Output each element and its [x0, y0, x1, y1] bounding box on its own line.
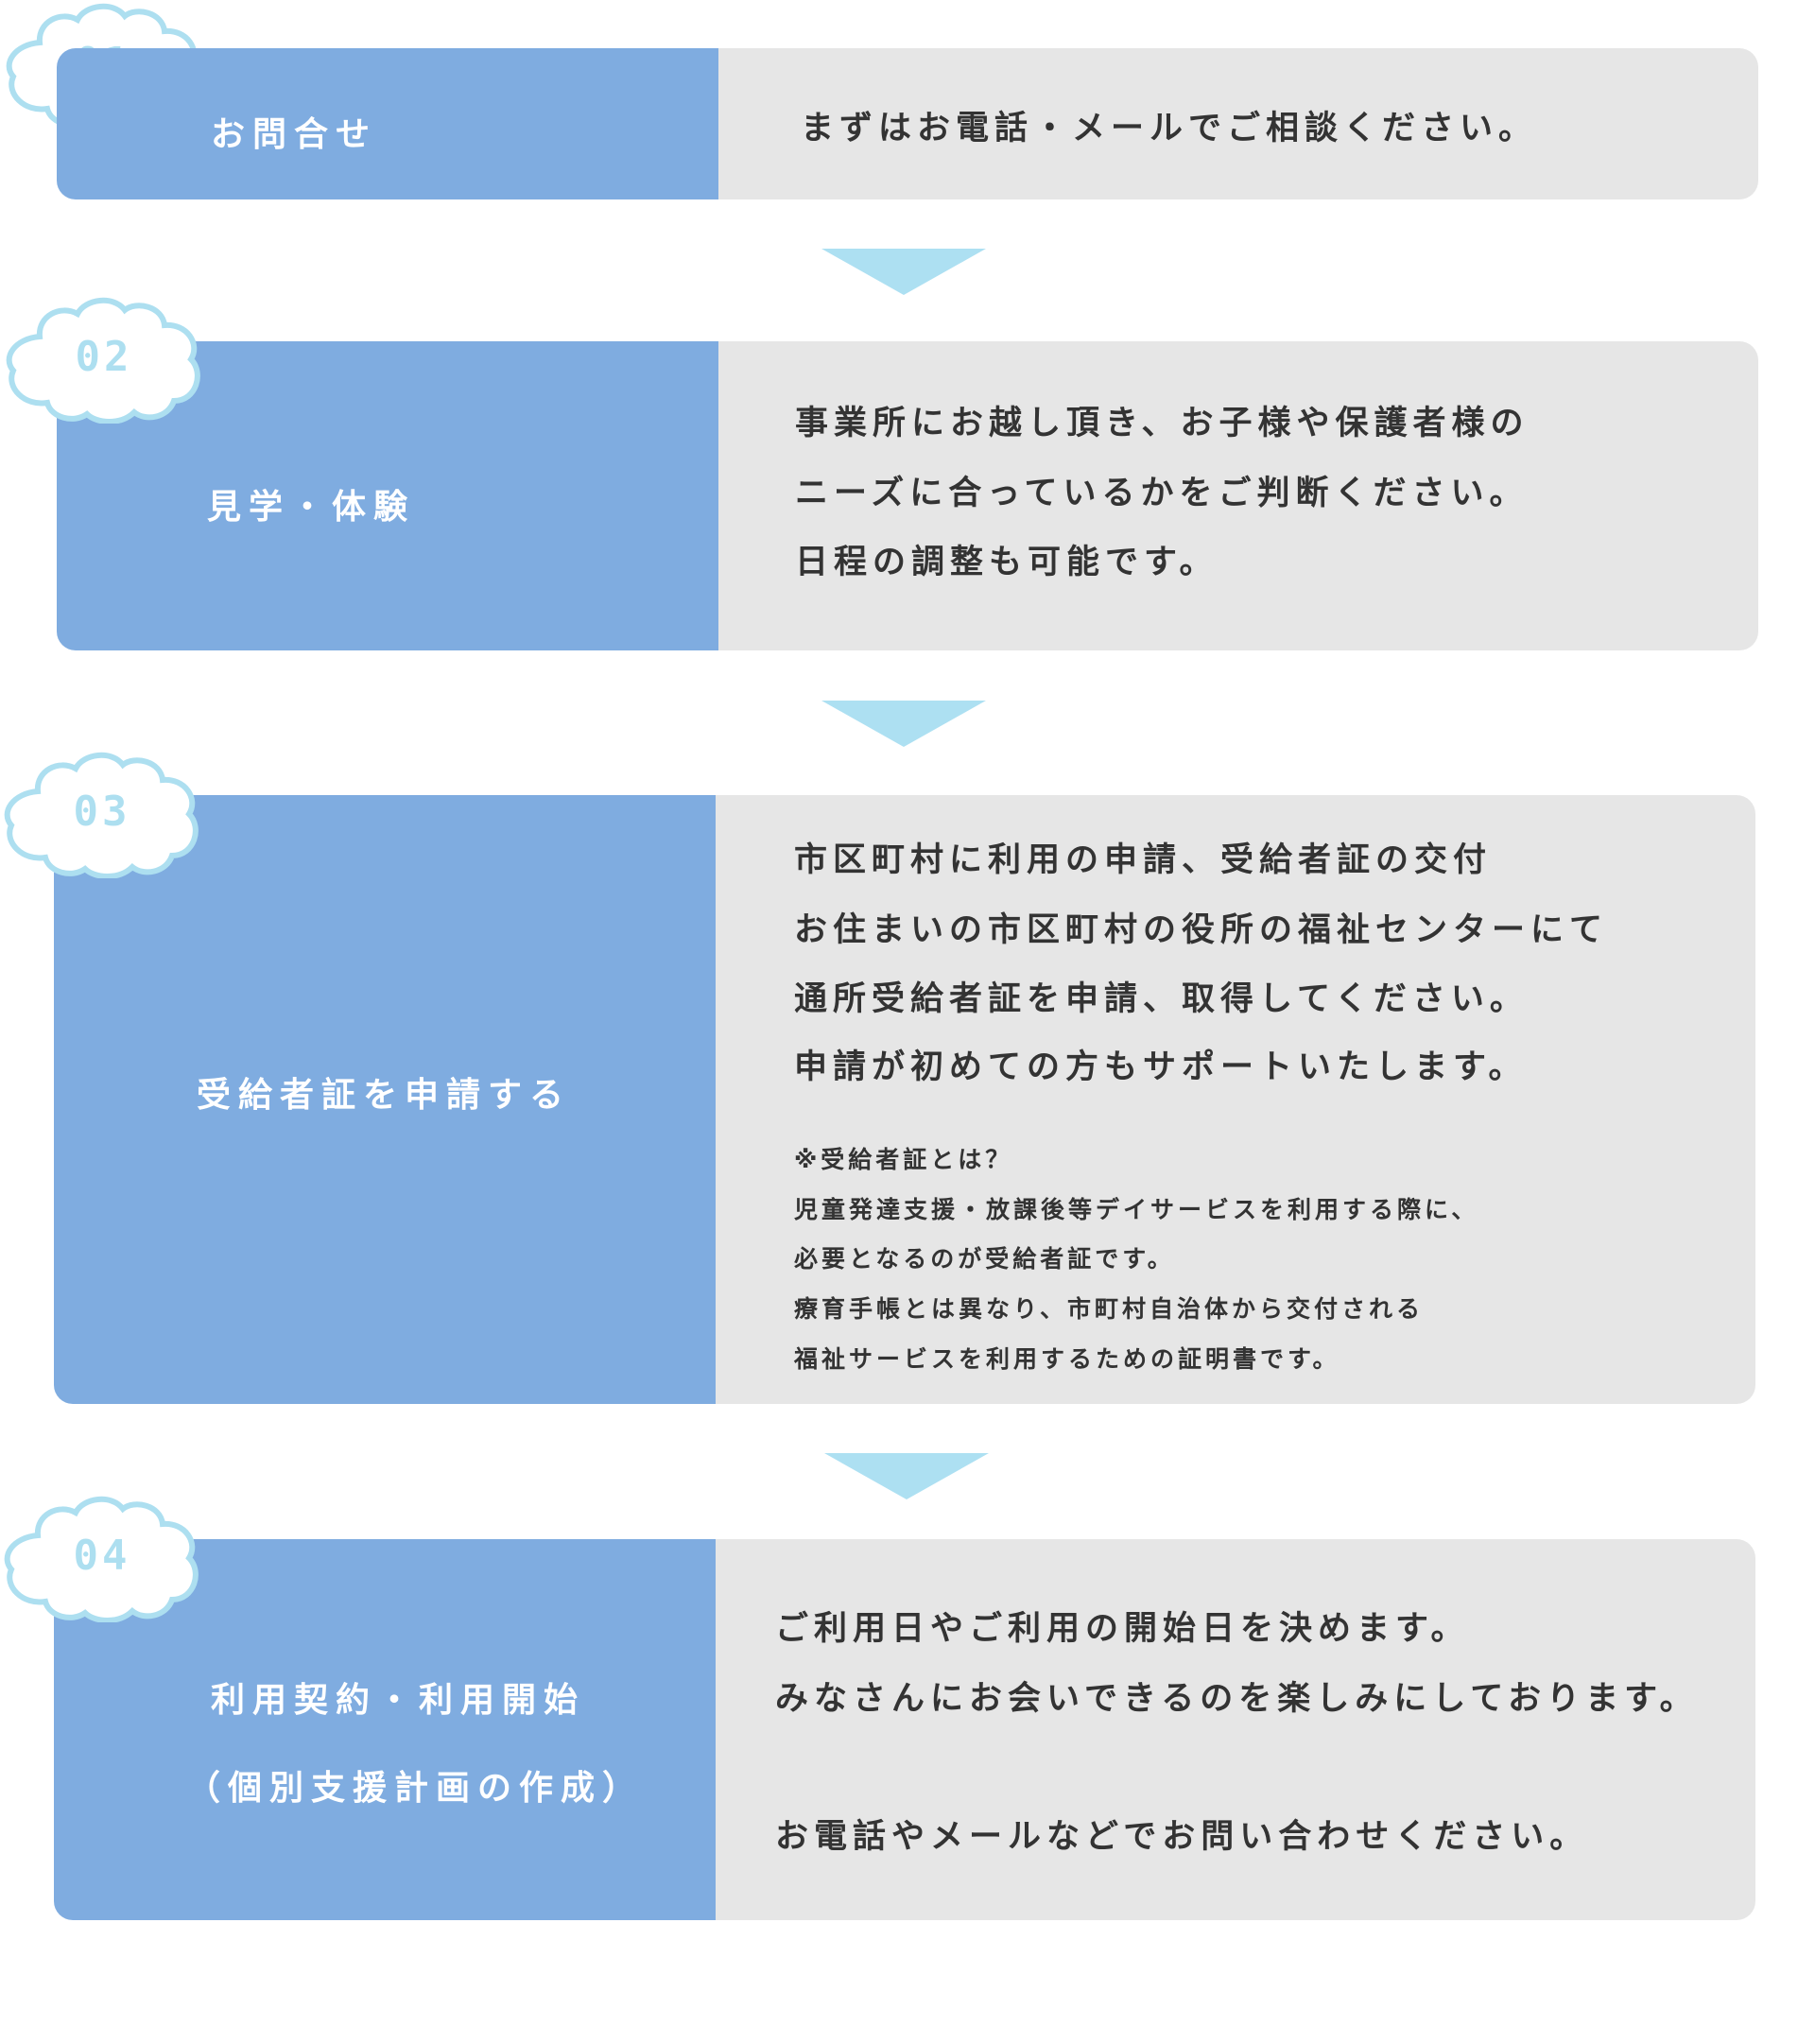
step-note-line: ※受給者証とは？	[794, 1146, 1013, 1173]
step-card-03: 受給者証を申請する 市区町村に利用の申請、受給者証の交付 お住まいの市区町村の役…	[54, 795, 1755, 1404]
step-body-line: 通所受給者証を申請、取得してください。	[794, 980, 1529, 1018]
step-title-panel: お問合せ	[57, 48, 718, 199]
step-body-line: お電話やメールなどでお問い合わせください。	[775, 1818, 1589, 1856]
step-card-01: お問合せ まずはお電話・メールでご相談ください。	[57, 48, 1758, 199]
cloud-badge-icon: 03	[0, 752, 204, 878]
step-title-line-1: 利用契約・利用開始	[211, 1681, 586, 1720]
down-arrow-icon	[824, 1453, 989, 1499]
step-title: お問合せ	[211, 115, 378, 154]
cloud-shape-icon	[6, 297, 200, 424]
cloud-shape-icon	[4, 1496, 199, 1622]
step-body-line: ニーズに合っているかをご判断ください。	[795, 475, 1529, 512]
down-arrow-icon	[821, 701, 986, 747]
step-title-panel: 利用契約・利用開始 （個別支援計画の作成）	[54, 1539, 716, 1920]
step-number: 02	[75, 333, 133, 381]
step-body-line: 申請が初めての方もサポートいたします。	[794, 1048, 1528, 1086]
step-note-line: 療育手帳とは異なり、市町村自治体から交付される	[794, 1295, 1425, 1323]
step-note-line: 福祉サービスを利用するための証明書です。	[794, 1345, 1340, 1373]
down-arrow-icon	[821, 249, 986, 295]
step-card-02: 見学・体験 事業所にお越し頂き、お子様や保護者様の ニーズに合っているかをご判断…	[57, 341, 1758, 650]
step-title-line-2: （個別支援計画の作成）	[186, 1769, 645, 1808]
cloud-badge-icon: 02	[2, 297, 206, 424]
step-content-panel: 事業所にお越し頂き、お子様や保護者様の ニーズに合っているかをご判断ください。 …	[718, 341, 1758, 650]
step-body-line: 市区町村に利用の申請、受給者証の交付	[794, 841, 1493, 879]
step-content-panel: 市区町村に利用の申請、受給者証の交付 お住まいの市区町村の役所の福祉センターにて…	[716, 795, 1755, 1404]
step-content-panel: まずはお電話・メールでご相談ください。	[718, 48, 1758, 199]
cloud-shape-icon	[4, 752, 199, 878]
step-body-line: まずはお電話・メールでご相談ください。	[801, 110, 1538, 147]
step-body-line: ご利用日やご利用の開始日を決めます。	[775, 1610, 1470, 1648]
step-body-line: みなさんにお会いできるのを楽しみにしております。	[775, 1680, 1699, 1718]
step-note-line: 児童発達支援・放課後等デイサービスを利用する際に、	[794, 1196, 1479, 1223]
step-title: 受給者証を申請する	[197, 1076, 572, 1115]
step-number: 04	[73, 1532, 131, 1580]
step-card-04: 利用契約・利用開始 （個別支援計画の作成） ご利用日やご利用の開始日を決めます。…	[54, 1539, 1755, 1920]
step-body-line: 日程の調整も可能です。	[795, 544, 1219, 581]
step-title-panel: 受給者証を申請する	[54, 795, 716, 1404]
step-title: 見学・体験	[207, 488, 416, 527]
step-content-panel: ご利用日やご利用の開始日を決めます。 みなさんにお会いできるのを楽しみにしており…	[716, 1539, 1755, 1920]
step-number: 03	[73, 788, 131, 836]
step-body-line: 事業所にお越し頂き、お子様や保護者様の	[795, 405, 1530, 442]
step-note-line: 必要となるのが受給者証です。	[794, 1245, 1175, 1273]
step-body-line: お住まいの市区町村の役所の福祉センターにて	[794, 911, 1609, 949]
cloud-badge-icon: 04	[0, 1496, 204, 1622]
